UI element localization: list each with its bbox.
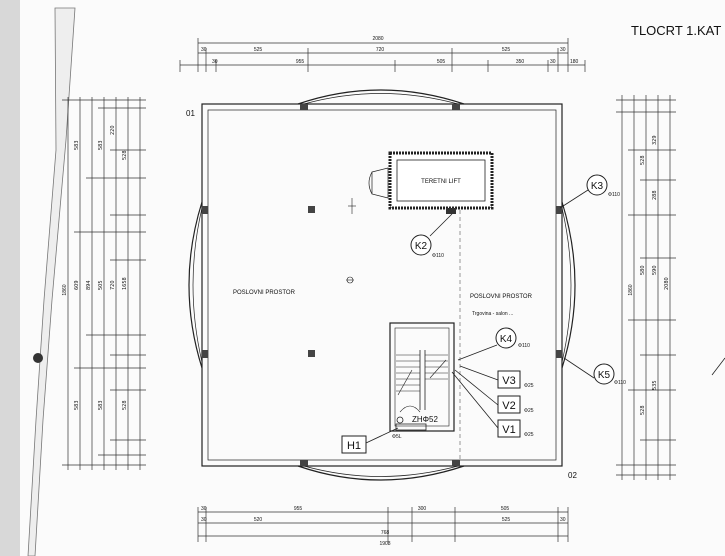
svg-text:528: 528 [122,400,128,410]
dim-left-total: 1860 [62,284,68,295]
riser-marker [348,198,356,214]
left-dim-small-labels: 583 609 894 583 505 220 720 528 1658 583… [74,125,128,410]
dim-top2-a: 30 [212,59,218,65]
tag-v3-dia: Φ25 [524,383,534,389]
bottom-dimension-chains [197,507,569,542]
dim-bottom2-c: 525 [502,517,511,523]
svg-text:505: 505 [98,280,104,290]
svg-text:720: 720 [110,280,116,290]
dim-top-a: 30 [201,47,207,53]
building-outline [188,89,576,481]
svg-text:535: 535 [652,380,658,390]
dim-top2-e: 30 [550,59,556,65]
svg-text:2080: 2080 [664,277,670,290]
tag-k3: K3 Φ110 [586,174,620,198]
svg-text:528: 528 [640,405,646,415]
dim-top-d: 525 [502,47,511,53]
room-label-left: POSLOVNI PROSTOR [233,290,296,296]
dim-bottom-total: 1908 [379,541,390,547]
tag-h1-dia: Φ5L [392,434,402,440]
level-marker [346,276,354,284]
tag-v3: V3 Φ25 [497,370,534,389]
svg-text:583: 583 [98,140,104,150]
svg-text:K5: K5 [598,370,611,381]
left-dimension-chains [62,97,146,470]
svg-text:K4: K4 [500,334,513,345]
dim-top2-f: 180 [570,59,579,65]
room-sublabel-right: Trgovina - salon ... [472,311,513,317]
right-dimension-chains [616,95,676,480]
dim-bottom2-b: 520 [254,517,263,523]
dim-bottom2-a: 30 [201,517,207,523]
svg-text:K2: K2 [415,241,428,252]
tag-k2: K2 Φ110 [410,234,444,259]
svg-text:1658: 1658 [122,277,128,290]
tag-v2-dia: Φ25 [524,408,534,414]
freight-lift [368,151,494,214]
svg-text:329: 329 [652,135,658,145]
svg-text:220: 220 [110,125,116,135]
tag-k4: K4 Φ110 [495,327,530,349]
dim-bottom-c: 300 [418,506,427,512]
dim-right-total: 1860 [628,284,634,295]
svg-text:894: 894 [86,280,92,290]
partial-edge-line [711,357,725,376]
dim-bottom-sub: 768 [381,530,390,536]
svg-text:590: 590 [652,265,658,275]
svg-text:580: 580 [640,265,646,275]
right-dim-small-labels: 528 329 288 590 2080 580 535 528 [640,135,670,415]
svg-text:528: 528 [122,150,128,160]
dim-bottom2-d: 30 [560,517,566,523]
svg-text:609: 609 [74,280,80,290]
zh-label: ZHΦ52 [412,415,438,424]
dim-top2-d: 350 [516,59,525,65]
page-curl-shadow [27,7,76,556]
dim-top-total: 2080 [372,36,383,42]
svg-text:583: 583 [74,140,80,150]
svg-text:K3: K3 [591,181,604,192]
tag-v1-dia: Φ25 [524,432,534,438]
tag-k5-dia: Φ110 [614,380,626,386]
svg-text:583: 583 [74,400,80,410]
svg-text:H1: H1 [347,440,361,452]
lift-label: TERETNI LIFT [421,179,461,185]
tag-k3-dia: Φ110 [608,192,620,198]
sheet-title: TLOCRT 1.KAT [631,23,721,38]
svg-text:V1: V1 [502,424,515,436]
tag-v2: V2 Φ25 [497,395,534,414]
svg-text:V3: V3 [502,375,515,387]
hydrant-symbol [396,416,404,424]
svg-text:288: 288 [652,190,658,200]
dim-top-b: 525 [254,47,263,53]
scan-margin [0,0,20,556]
dim-bottom-a: 30 [201,506,207,512]
svg-text:528: 528 [640,155,646,165]
dim-bottom-d: 505 [501,506,510,512]
tag-k2-dia: Φ110 [432,253,444,259]
tag-v1: V1 Φ25 [497,419,534,438]
dim-top-c: 720 [376,47,385,53]
room-label-right: POSLOVNI PROSTOR [470,294,533,300]
dim-top2-b: 955 [296,59,305,65]
tag-k4-dia: Φ110 [518,343,530,349]
callout-leaders [365,189,595,444]
top-dimension-chains [179,38,586,72]
structural-columns [202,104,562,466]
dim-top2-c: 505 [437,59,446,65]
dim-top-e: 30 [560,47,566,53]
binding-hole [33,353,43,363]
svg-text:V2: V2 [502,400,515,412]
corner-marker-01: 01 [186,109,195,118]
dim-bottom-b: 955 [294,506,303,512]
staircase [389,322,455,432]
tag-h1: H1 Φ5L [341,434,402,454]
tag-k5: K5 Φ110 [593,363,626,386]
svg-text:583: 583 [98,400,104,410]
corner-marker-02: 02 [568,471,577,480]
